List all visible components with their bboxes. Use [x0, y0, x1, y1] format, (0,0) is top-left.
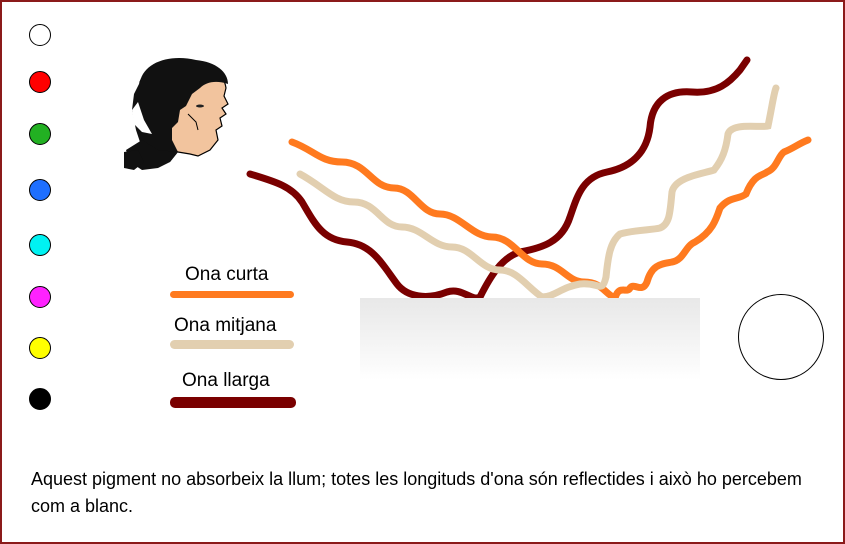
- pigment-selector: [29, 24, 57, 414]
- legend-line-long-wave: [170, 397, 296, 408]
- pigment-swatch-white[interactable]: [29, 24, 51, 46]
- pigment-swatch-cyan[interactable]: [29, 234, 51, 256]
- pigment-swatch-black[interactable]: [29, 388, 51, 410]
- legend-line-short-wave: [170, 291, 294, 298]
- legend-label-medium-wave: Ona mitjana: [174, 315, 277, 336]
- observer-head-icon: [124, 58, 229, 170]
- pigment-swatch-red[interactable]: [29, 71, 51, 93]
- pigment-swatch-yellow[interactable]: [29, 337, 51, 359]
- short-wave-path: [288, 136, 812, 303]
- perceived-color-circle: [738, 294, 824, 380]
- medium-wave-path: [296, 84, 780, 301]
- pigment-swatch-blue[interactable]: [29, 179, 51, 201]
- pigment-swatch-green[interactable]: [29, 123, 51, 145]
- long-wave-path: [246, 56, 751, 302]
- legend-label-short-wave: Ona curta: [185, 264, 269, 285]
- legend-line-medium-wave: [170, 340, 294, 349]
- explanation-caption: Aquest pigment no absorbeix la llum; tot…: [31, 469, 802, 516]
- pigment-surface: [360, 298, 700, 380]
- pigment-swatch-magenta[interactable]: [29, 286, 51, 308]
- legend-label-long-wave: Ona llarga: [182, 370, 270, 391]
